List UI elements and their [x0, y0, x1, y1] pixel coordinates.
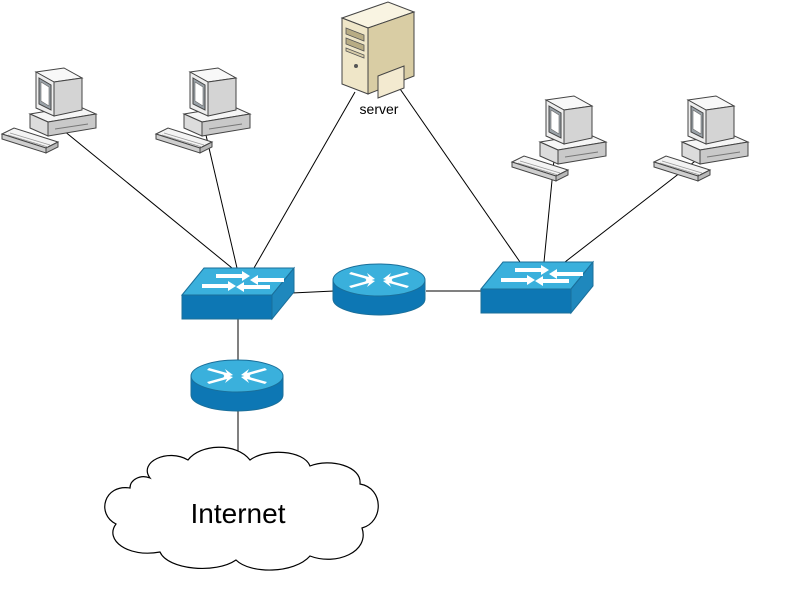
computer-3-icon — [511, 95, 607, 182]
computer-2-icon — [155, 67, 251, 154]
router-2-icon — [190, 359, 284, 412]
server-icon — [340, 1, 416, 99]
computer-1-icon — [1, 67, 97, 154]
link-pc1-switch1 — [57, 125, 233, 269]
link-switch1-router1 — [291, 290, 335, 294]
link-server-switch2 — [397, 85, 521, 263]
link-server-switch1 — [253, 91, 356, 269]
router-1-icon — [332, 263, 426, 316]
switch-1-icon — [181, 267, 295, 320]
computer-4-icon — [653, 95, 749, 182]
switch-2-icon — [480, 261, 594, 314]
cloud-label: Internet — [191, 498, 286, 529]
server-label: server — [360, 101, 399, 117]
cloud-icon — [104, 446, 379, 571]
